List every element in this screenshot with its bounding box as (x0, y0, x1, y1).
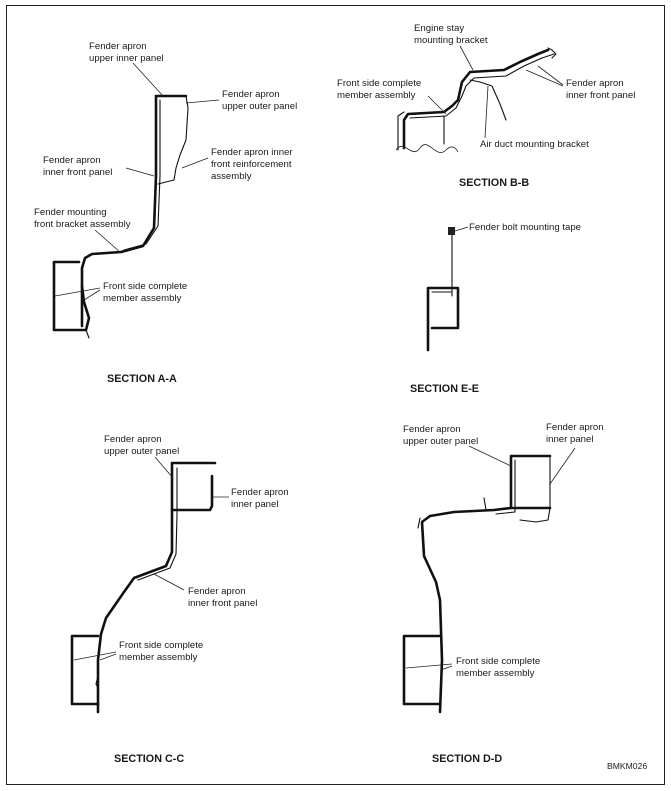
section-b-b: Engine stay mounting bracket Front side … (337, 23, 635, 189)
section-c-c: Fender apron upper outer panel Fender ap… (70, 434, 289, 765)
bb-engine-stay-bracket (409, 53, 555, 119)
cc-member-inner (95, 675, 99, 689)
dd-label-upper-outer-2: upper outer panel (403, 436, 478, 447)
cc-label-upper-outer-1: Fender apron (104, 434, 162, 445)
bb-leader-air-duct (484, 85, 489, 139)
ee-leader-tape (454, 226, 469, 232)
aa-label-upper-outer-2: upper outer panel (222, 101, 297, 112)
page-frame (6, 5, 665, 785)
figure-code: BMKM026 (607, 761, 647, 771)
dd-label-member-1: Front side complete (456, 656, 540, 667)
bb-label-engine-1: Engine stay (414, 23, 464, 34)
aa-leader-reinf (181, 157, 209, 169)
aa-label-upper-outer-1: Fender apron (222, 89, 280, 100)
section-e-e: Fender bolt mounting tape SECTION E-E (410, 222, 581, 395)
bb-label-engine-2: mounting bracket (414, 35, 488, 46)
dd-upper-outer-panel (509, 454, 552, 510)
cc-inner-panel-line (137, 467, 178, 581)
aa-label-upper-inner-1: Fender apron (89, 41, 147, 52)
bb-label-member-1: Front side complete (337, 78, 421, 89)
dd-leader-member-a (405, 663, 453, 669)
aa-leader-member-b (83, 289, 101, 301)
dd-inner-front-panel (420, 506, 513, 714)
dd-label-upper-outer-1: Fender apron (403, 424, 461, 435)
aa-label-reinf-1: Fender apron inner (211, 147, 293, 158)
aa-leader-member-a (54, 287, 101, 297)
cc-label-member-2: member assembly (119, 652, 198, 663)
section-d-d: Fender apron upper outer panel Fender ap… (402, 422, 604, 765)
ee-bracket-inner (431, 291, 453, 297)
dd-section-title: SECTION D-D (432, 753, 502, 765)
section-a-a: Fender apron upper inner panel Fender ap… (34, 41, 297, 385)
aa-upper-outer-flange (155, 95, 189, 185)
aa-front-side-member (52, 260, 91, 332)
bb-label-inner-front-1: Fender apron (566, 78, 624, 89)
bb-leader-member (427, 95, 447, 115)
dd-leader-member-b (440, 665, 453, 671)
dd-flange-b (417, 517, 421, 529)
aa-label-upper-inner-2: upper inner panel (89, 53, 164, 64)
dd-label-inner-2: inner panel (546, 434, 593, 445)
dd-inner-line (495, 459, 516, 515)
cc-label-member-1: Front side complete (119, 640, 203, 651)
aa-leader-upper-outer (185, 99, 220, 104)
cc-section-title: SECTION C-C (114, 753, 184, 765)
bb-break-line (395, 144, 459, 153)
aa-section-title: SECTION A-A (107, 373, 177, 385)
bb-leader-engine-stay (459, 45, 474, 71)
aa-label-reinf-2: front reinforcement (211, 159, 292, 170)
bb-label-member-2: member assembly (337, 90, 416, 101)
aa-label-mount-1: Fender mounting (34, 207, 107, 218)
ee-mounting-tape (448, 227, 455, 235)
aa-leader-upper-inner (132, 62, 164, 97)
aa-fender-apron-upper-panels (80, 94, 188, 328)
cc-inner-front-panel (96, 508, 174, 714)
aa-label-reinf-3: assembly (211, 171, 252, 182)
bb-main-panel (402, 48, 550, 150)
bb-leader-inner-front-b (525, 69, 564, 87)
bb-member-box (397, 111, 405, 151)
cc-front-side-member (70, 634, 100, 706)
cc-label-upper-outer-2: upper outer panel (104, 446, 179, 457)
aa-inner-front-line (123, 99, 161, 251)
dd-leader-inner (549, 447, 576, 485)
bb-leader-inner-front-a (537, 65, 564, 86)
aa-label-inner-front-2: inner front panel (43, 167, 112, 178)
cc-label-inner-front-2: inner front panel (188, 598, 257, 609)
dd-label-member-2: member assembly (456, 668, 535, 679)
cc-label-inner-2: inner panel (231, 499, 278, 510)
bb-air-duct-bracket (469, 79, 507, 121)
dd-leader-upper-outer (468, 445, 512, 467)
ee-label-tape: Fender bolt mounting tape (469, 222, 581, 233)
cc-leader-upper-outer (154, 456, 174, 479)
bb-section-title: SECTION B-B (459, 177, 529, 189)
aa-label-member-2: member assembly (103, 293, 182, 304)
dd-flange-a (483, 497, 487, 511)
cc-upper-outer-panel (170, 461, 217, 512)
ee-bracket (426, 286, 460, 352)
aa-label-member-1: Front side complete (103, 281, 187, 292)
aa-member-inner (85, 329, 90, 339)
cc-leader-member-b (99, 653, 117, 661)
aa-leader-inner-front (125, 167, 155, 177)
cc-label-inner-1: Fender apron (231, 487, 289, 498)
bb-label-inner-front-2: inner front panel (566, 90, 635, 101)
bb-label-air-duct: Air duct mounting bracket (480, 139, 589, 150)
aa-label-mount-2: front bracket assembly (34, 219, 131, 230)
aa-label-inner-front-1: Fender apron (43, 155, 101, 166)
ee-section-title: SECTION E-E (410, 383, 479, 395)
dd-inner-panel (519, 455, 551, 523)
aa-leader-mounting (94, 229, 121, 253)
dd-label-inner-1: Fender apron (546, 422, 604, 433)
cc-leader-member-a (73, 651, 117, 661)
cc-leader-inner-front (153, 573, 185, 591)
cc-label-inner-front-1: Fender apron (188, 586, 246, 597)
bb-bracket-tip (547, 47, 557, 59)
dd-front-side-member (402, 634, 442, 706)
